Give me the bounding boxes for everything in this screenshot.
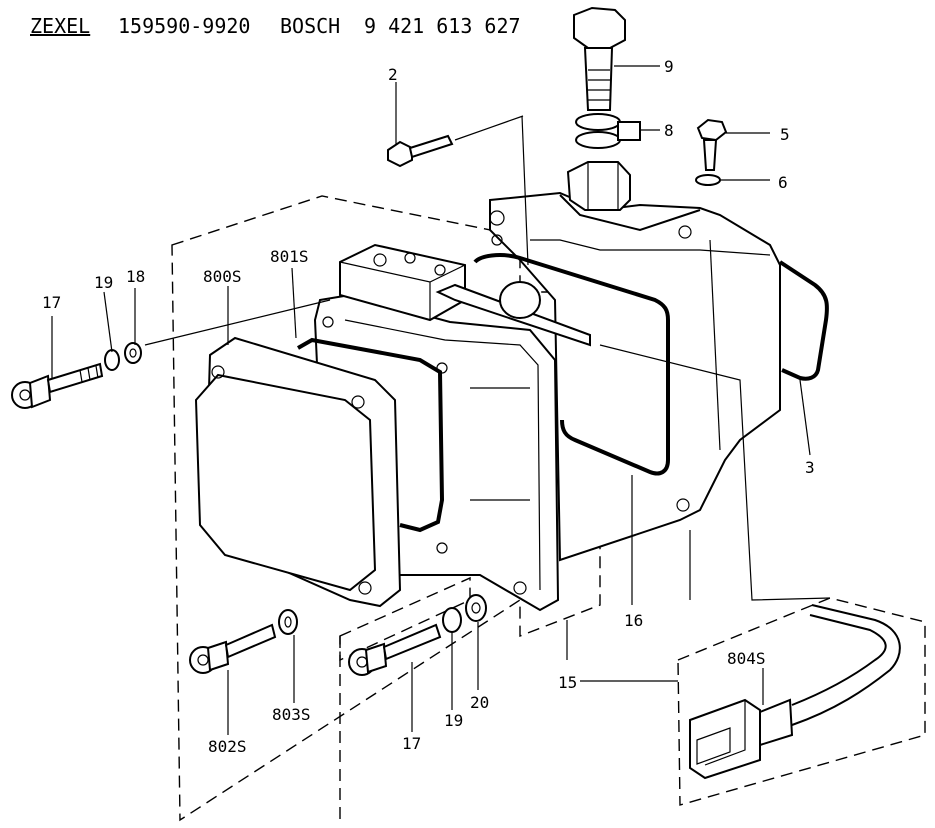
washer-803s (278, 609, 298, 635)
label-801s: 801S (270, 247, 309, 266)
label-803s: 803S (272, 705, 311, 724)
assembly-boundary-15 (339, 576, 471, 820)
label-18: 18 (126, 267, 145, 286)
label-17-lower: 17 (402, 734, 421, 753)
washer-20 (465, 594, 487, 622)
screw-2 (387, 115, 524, 168)
label-17-upper: 17 (42, 293, 61, 312)
label-5: 5 (780, 125, 790, 144)
label-19-lower: 19 (444, 711, 463, 730)
leader-lines (51, 65, 831, 735)
part-number-bosch: 9 421 613 627 (364, 14, 521, 38)
shaft-rod (435, 281, 591, 347)
washer-19-lower (442, 607, 462, 633)
label-804s: 804S (727, 649, 766, 668)
gasket-801s (297, 337, 445, 533)
maker-zexel: ZEXEL (30, 14, 91, 38)
label-20: 20 (470, 693, 489, 712)
connector-block (339, 243, 466, 322)
bolt-17-upper (11, 362, 104, 409)
washer-set-8 (575, 113, 641, 149)
washer-18 (124, 342, 142, 364)
pump-housing-rear (489, 191, 781, 562)
banjo-bolt-9 (573, 6, 626, 111)
washer-6 (695, 174, 721, 186)
part-number-zexel: 159590-9920 (118, 14, 251, 38)
label-800s: 800S (203, 267, 242, 286)
label-802s: 802S (208, 737, 247, 756)
screw-5 (696, 118, 728, 171)
gasket-3 (778, 260, 829, 381)
washer-19-upper (104, 349, 120, 371)
maker-bosch: BOSCH (280, 14, 341, 38)
cover-800s (194, 336, 448, 608)
label-2: 2 (388, 65, 398, 84)
bolt-17-lower (348, 623, 442, 676)
label-8: 8 (664, 121, 674, 140)
label-19-upper: 19 (94, 273, 113, 292)
label-15: 15 (558, 673, 577, 692)
label-6: 6 (778, 173, 788, 192)
bolt-802s (189, 623, 277, 674)
connector-804s (689, 604, 901, 780)
label-16: 16 (624, 611, 643, 630)
assembly-boundary-804s (677, 597, 926, 806)
label-3: 3 (805, 458, 815, 477)
banjo-fitting (566, 161, 631, 211)
label-9: 9 (664, 57, 674, 76)
gasket-16 (473, 253, 670, 476)
